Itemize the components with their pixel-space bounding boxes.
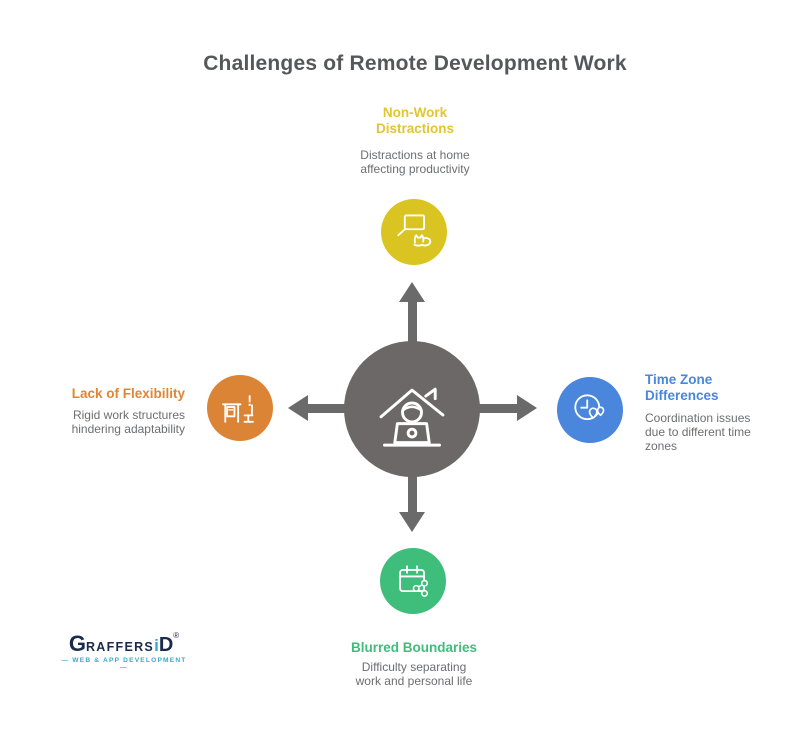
arrow-left-shaft	[306, 404, 345, 413]
challenge-right-label: Time Zone Differences	[645, 372, 719, 404]
graffersid-logo-wordmark: GRAFFERSiD®	[58, 631, 190, 657]
laptop-with-cat-icon	[397, 214, 432, 247]
challenge-right-description: Coordination issues due to different tim…	[645, 411, 751, 454]
calendar-share-icon	[399, 565, 429, 597]
logo-letter-g: G	[68, 631, 86, 656]
logo-tagline: — WEB & APP DEVELOPMENT —	[61, 657, 187, 671]
clock-timezones-icon	[574, 394, 605, 421]
challenge-left-label: Lack of Flexibility	[71, 386, 185, 401]
challenge-top-badge	[381, 199, 447, 265]
challenge-left-badge	[207, 375, 273, 441]
challenge-right-badge	[557, 377, 623, 443]
challenge-bottom-label: Blurred Boundaries	[350, 640, 478, 655]
person-working-from-home-icon	[379, 387, 445, 447]
central-hub	[344, 341, 480, 477]
arrow-right-head	[517, 395, 537, 421]
graffersid-logo: GRAFFERSiD® — WEB & APP DEVELOPMENT —	[58, 631, 190, 671]
logo-letter-i: i	[154, 636, 159, 655]
registered-trademark-icon: ®	[173, 631, 180, 640]
challenge-top-label: Non-Work Distractions	[375, 105, 455, 137]
desk-chair-alert-icon	[222, 395, 254, 423]
challenge-bottom-description: Difficulty separating work and personal …	[355, 660, 473, 689]
arrow-up-shaft	[408, 301, 417, 342]
arrow-down-head	[399, 512, 425, 532]
arrow-down-shaft	[408, 476, 417, 513]
arrow-left-head	[288, 395, 308, 421]
page-title: Challenges of Remote Development Work	[203, 52, 627, 75]
arrow-up-head	[399, 282, 425, 302]
challenge-left-description: Rigid work structures hindering adaptabi…	[71, 408, 185, 437]
challenge-top-description: Distractions at home affecting productiv…	[360, 148, 470, 177]
arrow-right-shaft	[479, 404, 518, 413]
challenge-bottom-badge	[380, 548, 446, 614]
logo-letter-d: D	[158, 634, 174, 656]
logo-letters-raffers: RAFFERS	[85, 640, 155, 654]
